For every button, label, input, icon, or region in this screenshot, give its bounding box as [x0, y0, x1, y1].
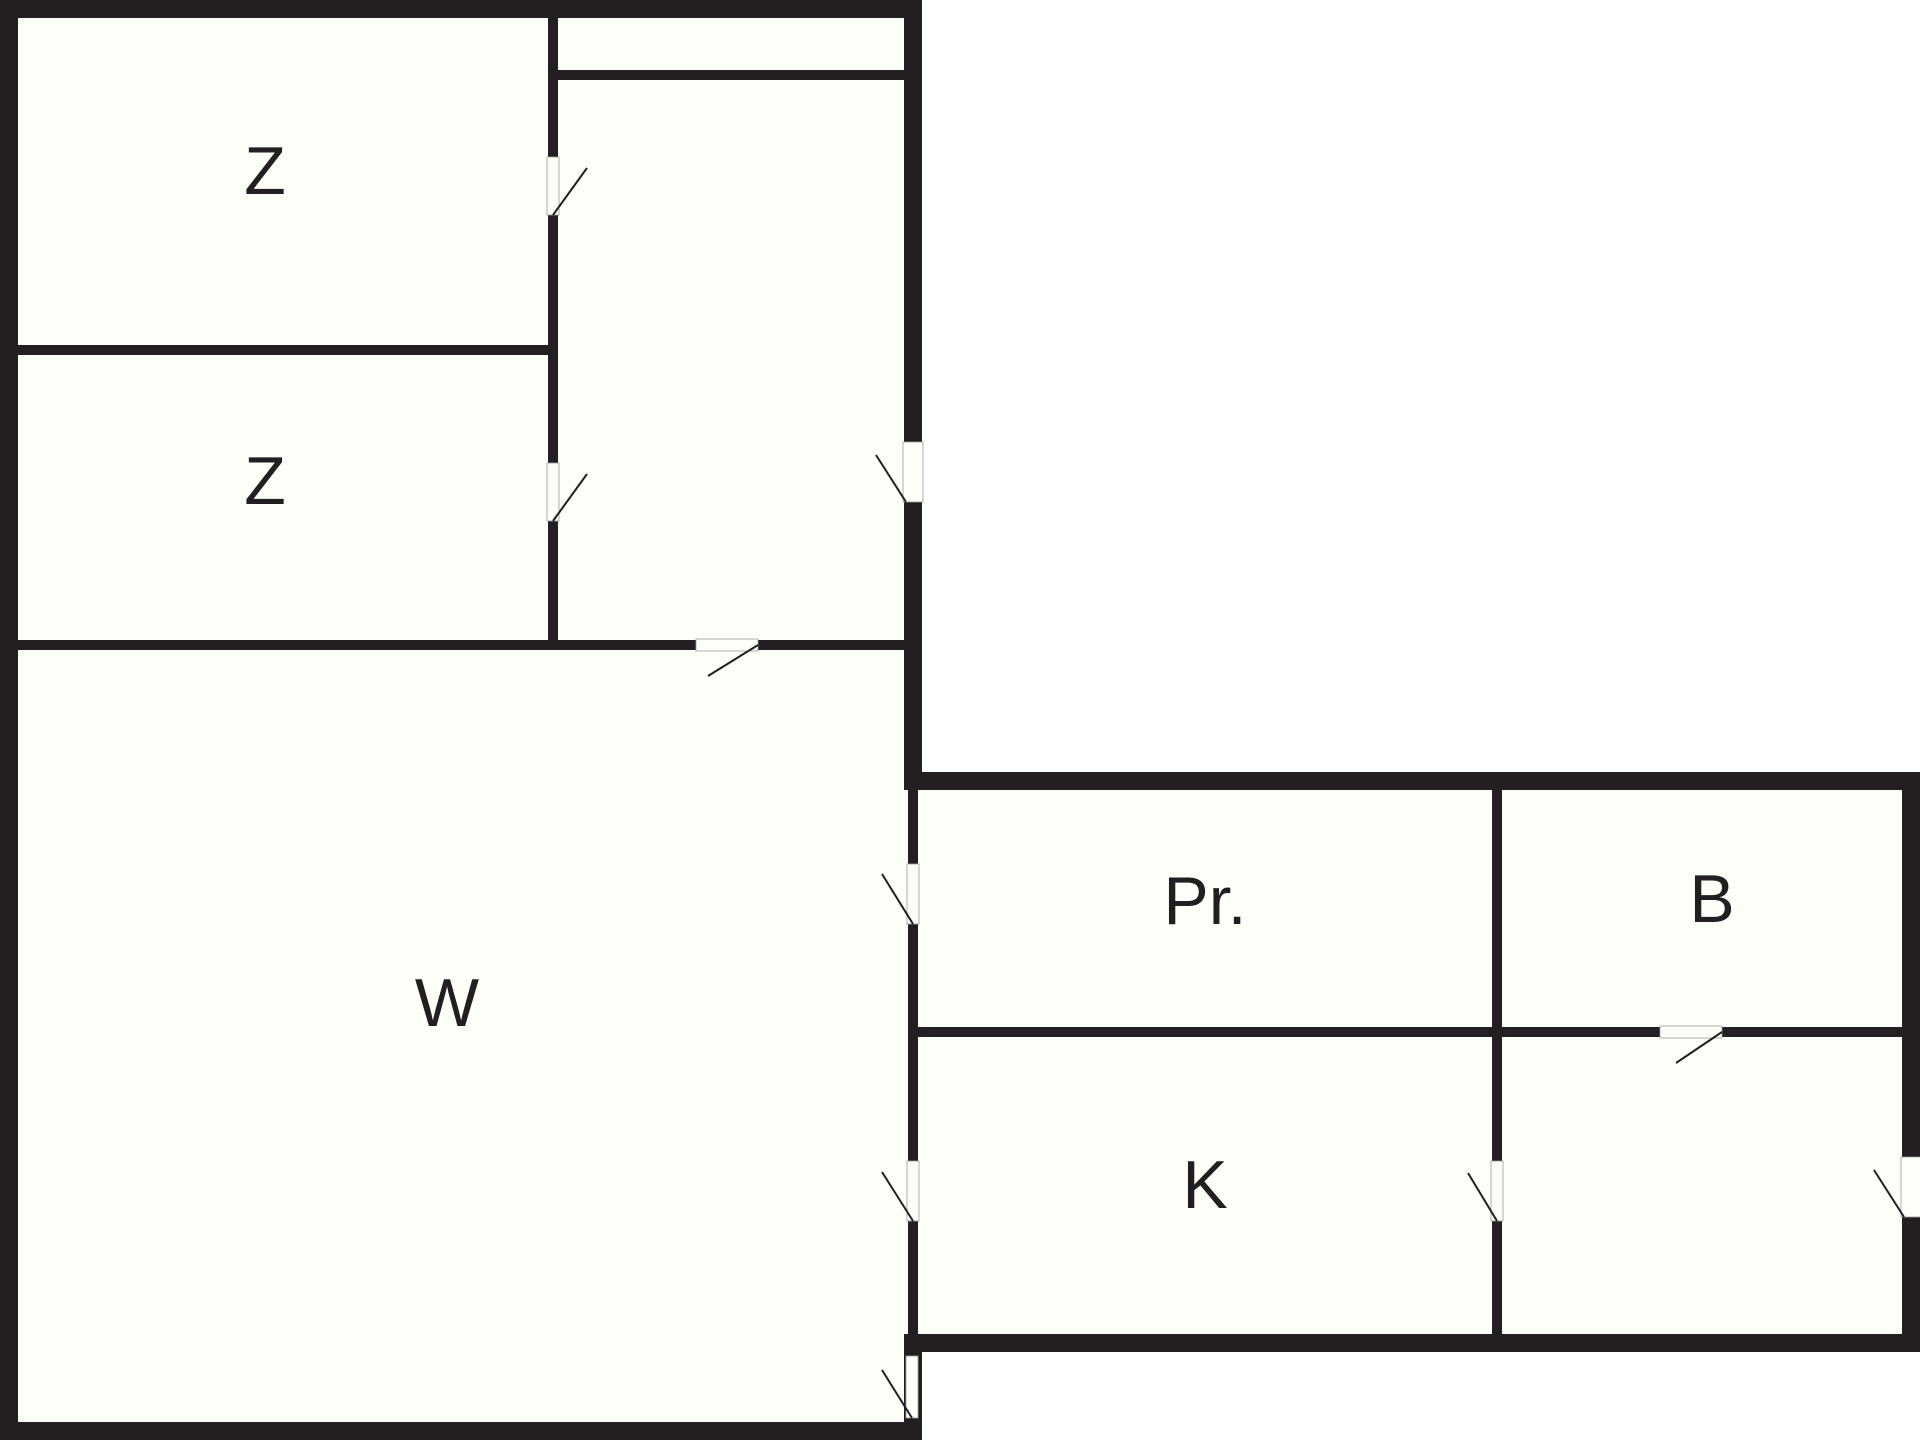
room-label-hallway: Pr. — [1163, 863, 1246, 939]
door-hallway — [881, 863, 920, 925]
door-bathroom — [1659, 1025, 1723, 1064]
doors — [546, 156, 1920, 1419]
left-wing-floor — [10, 10, 922, 1430]
room-floors — [10, 10, 1910, 1430]
wall-closet — [548, 70, 908, 80]
wall-bedroom-corridor — [548, 14, 558, 644]
wall-left — [0, 0, 18, 1440]
wall-bottom-left — [0, 1422, 922, 1440]
wall-top — [0, 0, 922, 18]
wall-right-wing-middle — [912, 1027, 1906, 1037]
wall-right-upper — [904, 0, 922, 790]
wall-right-wing-divider — [1492, 784, 1502, 1340]
wall-right-wing-east — [1902, 772, 1920, 1350]
door-utility — [1467, 1160, 1504, 1222]
door-notch — [881, 1355, 919, 1419]
room-label-living-room: W — [415, 965, 479, 1041]
door-balcony — [1873, 1156, 1920, 1218]
door-kitchen — [881, 1160, 920, 1222]
interior-walls — [14, 14, 1906, 1344]
room-label-bathroom: B — [1689, 861, 1734, 937]
right-wing-floor — [912, 780, 1910, 1345]
wall-living-top — [14, 640, 908, 650]
door-bedroom-2 — [546, 462, 588, 522]
room-label-bedroom-2: Z — [244, 443, 286, 519]
room-label-bedroom-1: Z — [244, 133, 286, 209]
wall-bottom-right-wing — [904, 1334, 1920, 1352]
door-bedroom-1 — [546, 156, 588, 216]
room-labels: Z Z W Pr. B K — [244, 133, 1734, 1223]
door-living-room — [695, 638, 759, 677]
wall-right-wing-west — [908, 784, 918, 1344]
door-entrance — [875, 441, 924, 503]
room-label-kitchen: K — [1182, 1147, 1227, 1223]
wall-top-right-wing — [904, 772, 1920, 790]
wall-between-bedrooms — [14, 345, 553, 355]
